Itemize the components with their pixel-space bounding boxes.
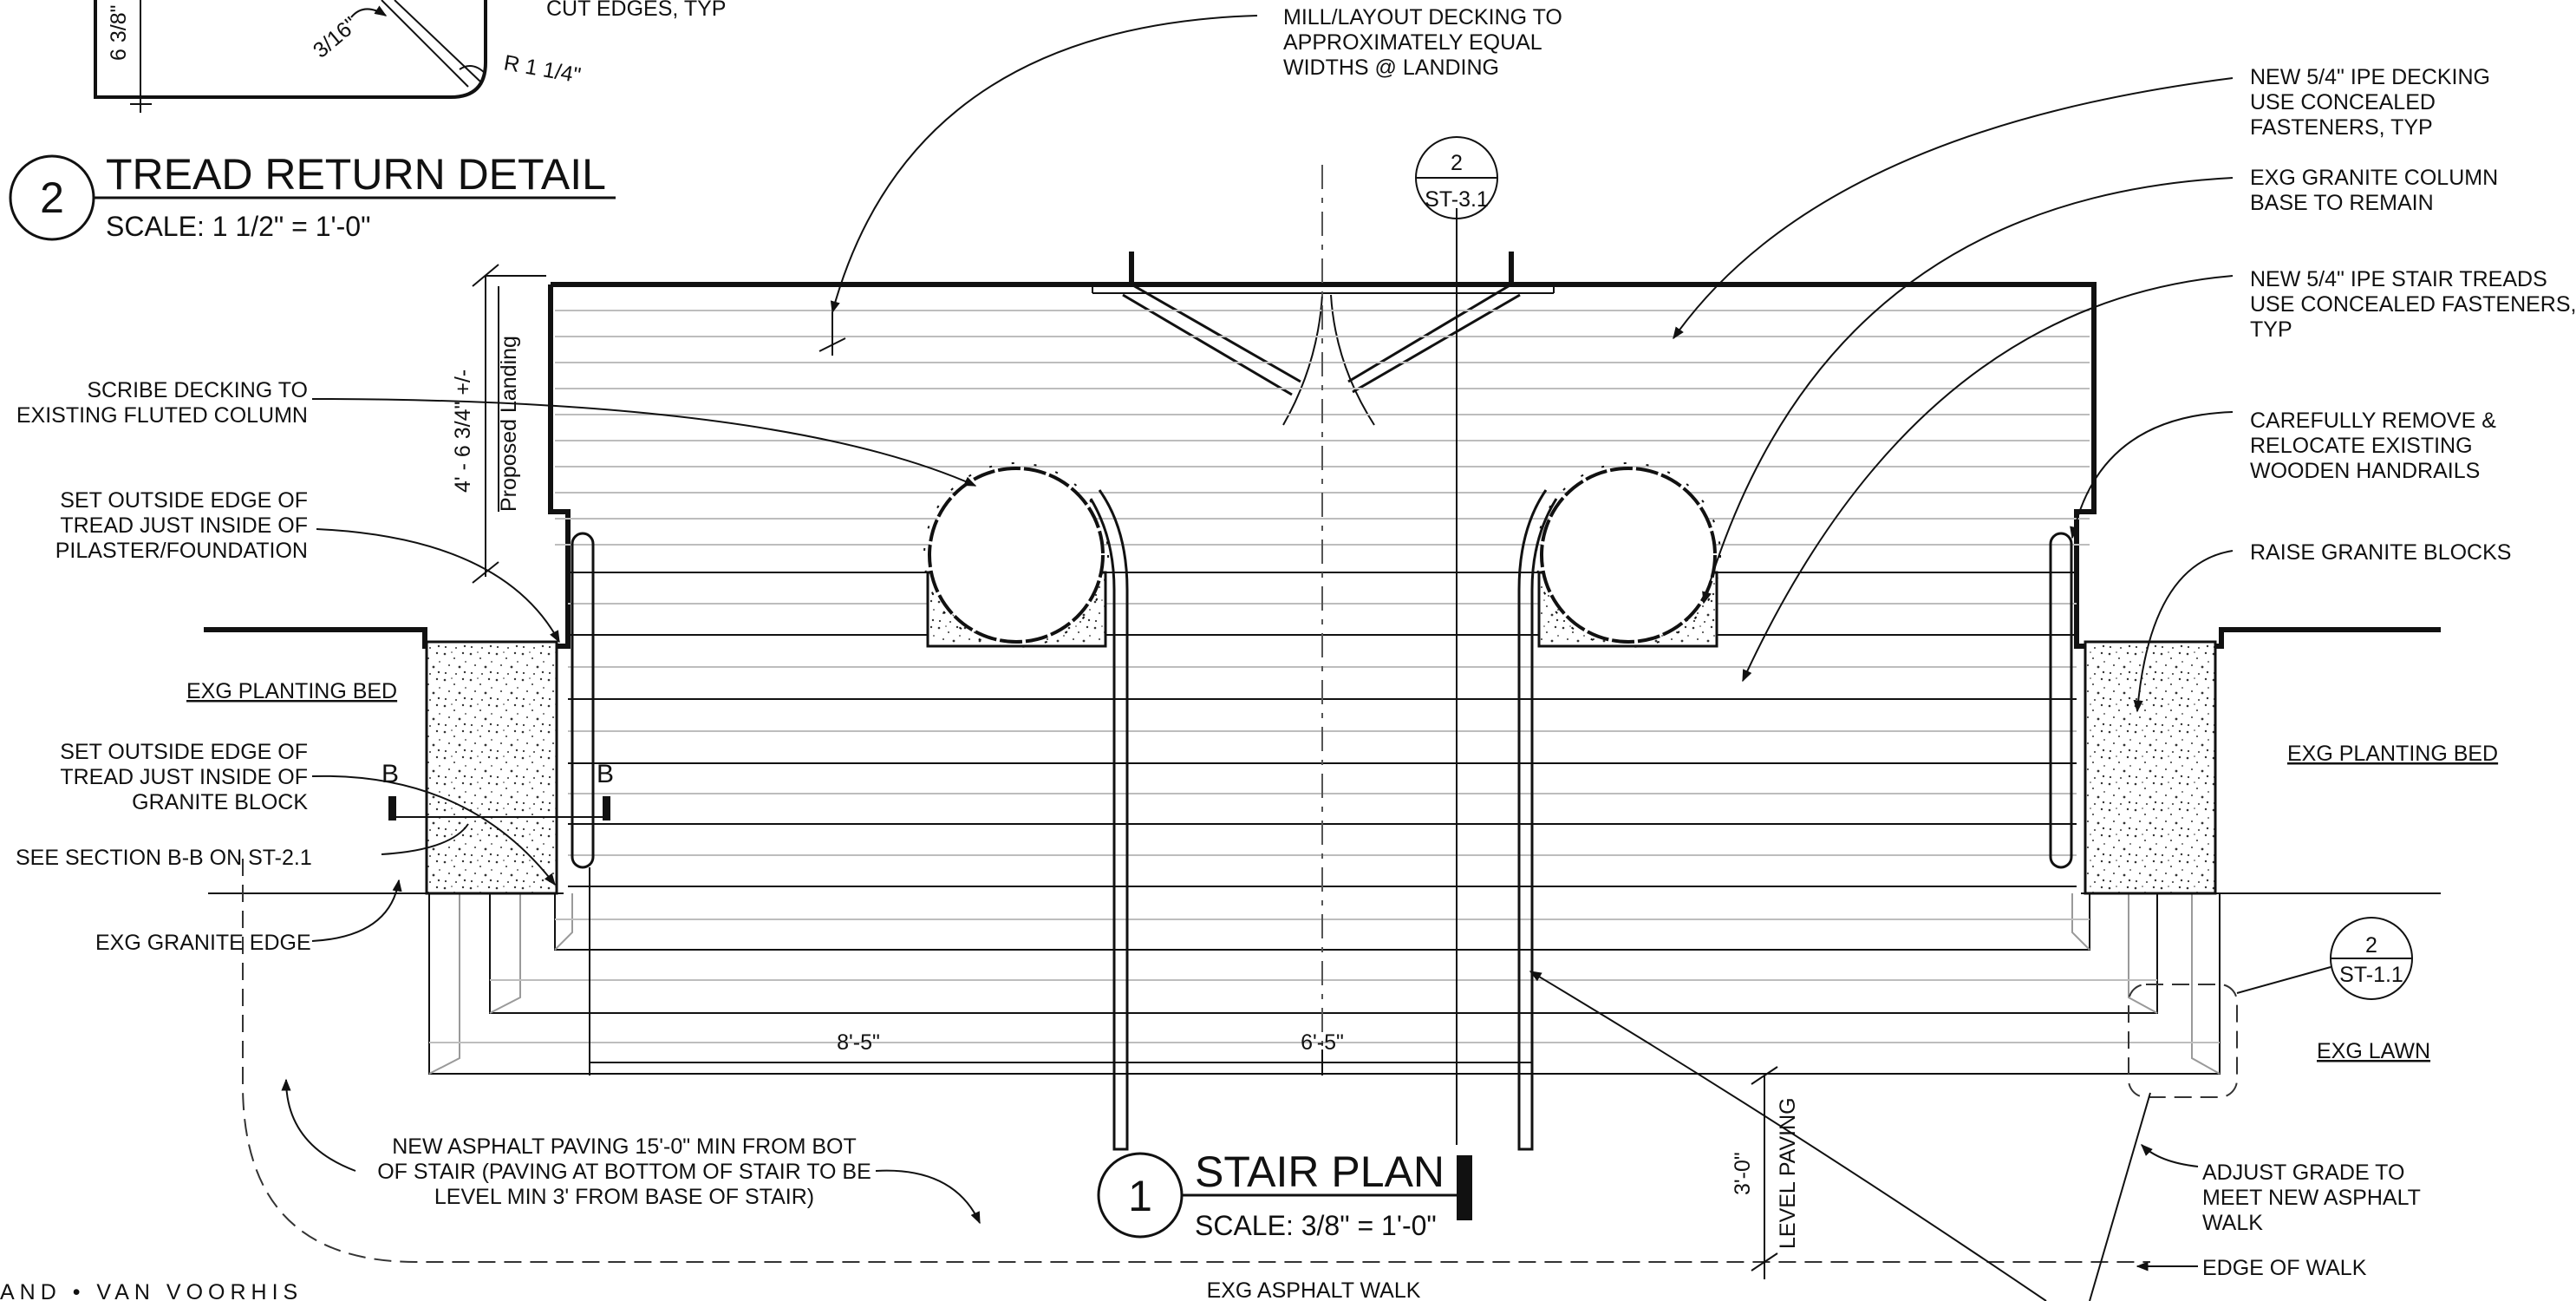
note-new-asphalt: NEW ASPHALT PAVING 15'-0" MIN FROM BOT O… <box>377 1134 871 1209</box>
svg-text:FASTENERS, TYP: FASTENERS, TYP <box>2250 115 2433 140</box>
svg-text:MILL/LAYOUT DECKING TO: MILL/LAYOUT DECKING TO <box>1283 5 1562 29</box>
svg-text:SCALE: 3/8" = 1'-0": SCALE: 3/8" = 1'-0" <box>1195 1210 1437 1241</box>
note-asphalt-walk: EXG ASPHALT WALK <box>1207 1278 1421 1301</box>
svg-text:OF STAIR (PAVING AT BOTTOM OF: OF STAIR (PAVING AT BOTTOM OF STAIR TO B… <box>377 1160 871 1184</box>
leader-lines <box>281 15 2234 1301</box>
note-scribe-decking: SCRIBE DECKING TO EXISTING FLUTED COLUMN <box>16 378 308 428</box>
svg-text:ST-1.1: ST-1.1 <box>2339 963 2403 987</box>
svg-text:EXISTING FLUTED COLUMN: EXISTING FLUTED COLUMN <box>16 403 308 428</box>
section-cut-b: B B <box>382 760 614 820</box>
detail-scale: SCALE: 1 1/2" = 1'-0" <box>106 211 370 242</box>
svg-text:WOODEN HANDRAILS: WOODEN HANDRAILS <box>2250 459 2480 483</box>
svg-text:GRANITE BLOCK: GRANITE BLOCK <box>132 790 308 814</box>
svg-text:2: 2 <box>1451 151 1463 175</box>
svg-text:LEVEL PAVING: LEVEL PAVING <box>1776 1097 1800 1249</box>
note-column-base: EXG GRANITE COLUMN BASE TO REMAIN <box>2250 166 2498 215</box>
svg-text:4' - 6 3/4" +/-: 4' - 6 3/4" +/- <box>451 369 475 493</box>
svg-text:8'-5": 8'-5" <box>837 1030 880 1055</box>
note-mill-layout: MILL/LAYOUT DECKING TO APPROXIMATELY EQU… <box>1283 5 1562 80</box>
asphalt-walk-edge <box>242 859 2150 1263</box>
note-stair-treads: NEW 5/4" IPE STAIR TREADS USE CONCEALED … <box>2250 267 2576 342</box>
svg-text:3'-0": 3'-0" <box>1731 1152 1755 1195</box>
svg-text:WALK: WALK <box>2202 1211 2263 1235</box>
svg-text:LEVEL MIN 3' FROM BASE OF STAI: LEVEL MIN 3' FROM BASE OF STAIR) <box>434 1185 814 1209</box>
svg-text:TREAD JUST INSIDE OF: TREAD JUST INSIDE OF <box>60 513 308 538</box>
note-adjust-grade: ADJUST GRADE TO MEET NEW ASPHALT WALK <box>2202 1160 2421 1235</box>
svg-text:NEW 5/4" IPE STAIR TREADS: NEW 5/4" IPE STAIR TREADS <box>2250 267 2547 291</box>
stair-plan-title-block: 1 STAIR PLAN SCALE: 3/8" = 1'-0" <box>1097 1147 1465 1241</box>
note-lawn: EXG LAWN <box>2317 1039 2430 1063</box>
tread-return-detail: 6 3/8" 3/16" R 1 1/4" CUT EDGES, TYP 2 T… <box>9 0 726 242</box>
svg-text:WIDTHS @ LANDING: WIDTHS @ LANDING <box>1283 56 1499 80</box>
svg-text:USE CONCEALED FASTENERS,: USE CONCEALED FASTENERS, <box>2250 292 2576 317</box>
svg-text:PILASTER/FOUNDATION: PILASTER/FOUNDATION <box>55 539 308 563</box>
note-edge-of-walk: EDGE OF WALK <box>2202 1256 2367 1280</box>
svg-text:SCRIBE DECKING TO: SCRIBE DECKING TO <box>87 378 308 402</box>
detail-gap-dim: 3/16" <box>309 12 362 62</box>
svg-text:TREAD JUST INSIDE OF: TREAD JUST INSIDE OF <box>60 765 308 789</box>
section-cut-marker <box>1457 1155 1472 1220</box>
level-paving-dim: 3'-0" LEVEL PAVING <box>1731 1066 1800 1279</box>
svg-text:Proposed Landing: Proposed Landing <box>497 336 521 512</box>
svg-text:2: 2 <box>2365 933 2377 958</box>
detail-title: TREAD RETURN DETAIL <box>106 150 606 199</box>
svg-text:NEW 5/4" IPE DECKING: NEW 5/4" IPE DECKING <box>2250 65 2490 89</box>
svg-text:ADJUST GRADE TO: ADJUST GRADE TO <box>2202 1160 2404 1185</box>
svg-text:MEET NEW ASPHALT: MEET NEW ASPHALT <box>2202 1186 2421 1210</box>
note-handrails: CAREFULLY REMOVE & RELOCATE EXISTING WOO… <box>2250 409 2496 483</box>
svg-text:USE CONCEALED: USE CONCEALED <box>2250 90 2436 114</box>
granite-block-left <box>425 640 558 895</box>
note-planting-bed-left: EXG PLANTING BED <box>186 679 397 703</box>
fluted-column-left <box>923 462 1109 648</box>
svg-text:TYP: TYP <box>2250 317 2292 342</box>
granite-block-right <box>2084 640 2217 895</box>
detail-callout-number: 2 <box>40 173 64 222</box>
width-dims: 8'-5" 6'-5" <box>589 867 1532 1075</box>
detail-cut-edges-note: CUT EDGES, TYP <box>546 0 726 21</box>
svg-text:APPROXIMATELY EQUAL: APPROXIMATELY EQUAL <box>1283 30 1542 55</box>
stair-treads <box>428 572 2221 1075</box>
note-set-edge-granite: SET OUTSIDE EDGE OF TREAD JUST INSIDE OF… <box>60 740 308 814</box>
svg-text:6'-5": 6'-5" <box>1301 1030 1344 1055</box>
svg-text:ST-3.1: ST-3.1 <box>1425 187 1489 212</box>
svg-text:EXG GRANITE COLUMN: EXG GRANITE COLUMN <box>2250 166 2498 190</box>
note-see-section: SEE SECTION B-B ON ST-2.1 <box>16 846 312 870</box>
note-raise-granite: RAISE GRANITE BLOCKS <box>2250 540 2511 565</box>
svg-text:SET OUTSIDE EDGE OF: SET OUTSIDE EDGE OF <box>60 740 308 764</box>
svg-text:STAIR PLAN: STAIR PLAN <box>1195 1147 1445 1196</box>
note-set-edge-pilaster: SET OUTSIDE EDGE OF TREAD JUST INSIDE OF… <box>55 488 308 563</box>
note-granite-edge: EXG GRANITE EDGE <box>95 931 311 955</box>
detail-height-dim: 6 3/8" <box>107 5 131 61</box>
handrails <box>571 489 2073 1151</box>
svg-text:CAREFULLY REMOVE &: CAREFULLY REMOVE & <box>2250 409 2496 433</box>
fluted-column-right <box>1536 462 1721 648</box>
lawn-detail-outline <box>2128 984 2238 1098</box>
stair-outline <box>204 252 2441 649</box>
detail-radius-dim: R 1 1/4" <box>502 50 583 88</box>
svg-text:B: B <box>597 760 614 788</box>
svg-text:1: 1 <box>1128 1172 1152 1220</box>
section-mark-right: 2 ST-1.1 <box>2236 917 2413 1000</box>
note-planting-bed-right: EXG PLANTING BED <box>2287 742 2498 766</box>
svg-text:NEW ASPHALT PAVING 15'-0" MIN: NEW ASPHALT PAVING 15'-0" MIN FROM BOT <box>392 1134 857 1159</box>
svg-text:BASE TO REMAIN: BASE TO REMAIN <box>2250 191 2434 215</box>
landing-depth-dim: 4' - 6 3/4" +/- Proposed Landing <box>451 264 546 584</box>
svg-text:SET OUTSIDE EDGE OF: SET OUTSIDE EDGE OF <box>60 488 308 513</box>
firm-name: AND • VAN VOORHIS <box>0 1280 303 1301</box>
note-new-decking: NEW 5/4" IPE DECKING USE CONCEALED FASTE… <box>2250 65 2490 140</box>
section-mark-top: 2 ST-3.1 <box>1415 136 1498 219</box>
svg-text:RELOCATE EXISTING: RELOCATE EXISTING <box>2250 434 2473 458</box>
